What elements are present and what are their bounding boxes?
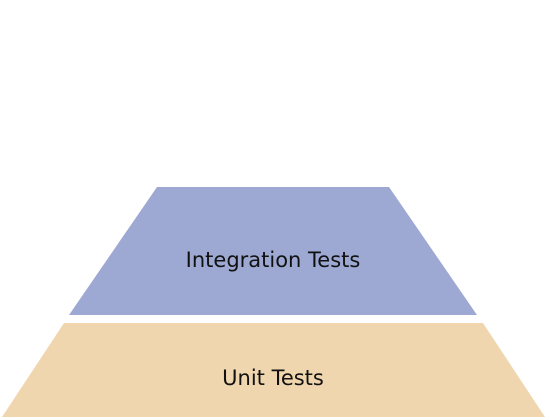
- unit-tests-shape: [2, 323, 545, 417]
- pyramid-layer-unit: Unit Tests: [2, 323, 545, 417]
- integration-tests-label: Integration Tests: [186, 248, 361, 272]
- pyramid-layer-integration: Integration Tests: [69, 187, 477, 315]
- unit-tests-label: Unit Tests: [222, 366, 324, 390]
- integration-tests-shape: [69, 187, 477, 315]
